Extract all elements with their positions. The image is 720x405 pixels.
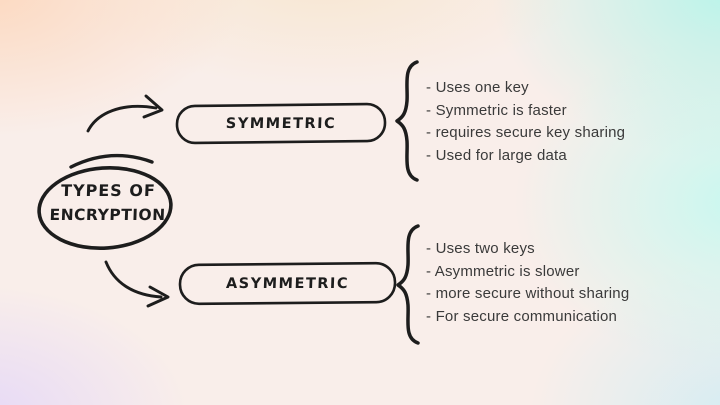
symmetric-points-list: - Uses one key - Symmetric is faster - r…	[426, 77, 625, 167]
asymmetric-points-list: - Uses two keys - Asymmetric is slower -…	[426, 238, 629, 328]
asymmetric-node-outline	[178, 261, 397, 306]
arrow-to-asymmetric-icon	[104, 260, 170, 308]
curly-brace-bottom-icon	[396, 224, 420, 345]
list-item: - more secure without sharing	[426, 285, 630, 303]
central-topic: TYPES OF ENCRYPTION	[35, 181, 180, 224]
list-item: - requires secure key sharing	[426, 124, 626, 142]
symmetric-node-label: SYMMETRIC	[225, 115, 337, 132]
central-topic-line1: TYPES OF	[60, 181, 157, 200]
arrow-to-symmetric-icon	[86, 94, 164, 133]
central-topic-line2: ENCRYPTION	[49, 206, 166, 224]
list-item: - Uses two keys	[426, 240, 535, 257]
central-topic-ellipse	[37, 153, 173, 250]
list-item: - Used for large data	[426, 146, 567, 164]
list-item: - Uses one key	[426, 79, 529, 96]
list-item: - Symmetric is faster	[426, 101, 567, 119]
list-item: - For secure communication	[426, 307, 618, 325]
symmetric-node-outline	[175, 102, 387, 145]
curly-brace-top-icon	[395, 60, 419, 182]
list-item: - Asymmetric is slower	[426, 262, 580, 280]
asymmetric-node-label: ASYMMETRIC	[225, 275, 350, 292]
